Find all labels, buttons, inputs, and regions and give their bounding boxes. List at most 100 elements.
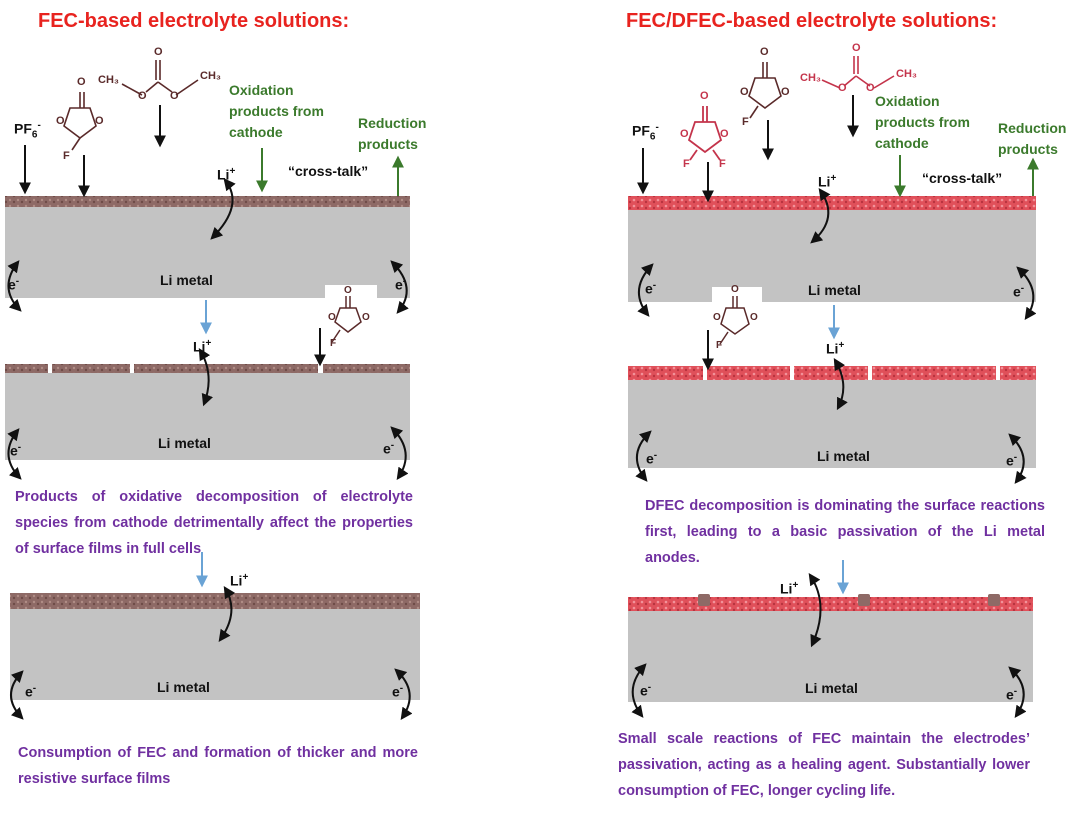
left-li-ion-label-2: Li+ <box>193 338 212 355</box>
left-fec2-o-top: O <box>344 285 352 296</box>
right-electron-arrow-3a <box>631 663 647 718</box>
right-sei-film-3 <box>628 597 1033 611</box>
right-fec-f: F <box>742 116 749 128</box>
right-pf6-label: PF6- <box>632 122 659 143</box>
right-dfec-o-left: O <box>680 128 689 140</box>
left-li-ion-label-1: Li+ <box>217 166 236 183</box>
right-metal-label-1: Li metal <box>808 282 861 298</box>
right-film-crack-3 <box>868 366 872 380</box>
left-electron-label-2b: e- <box>383 440 395 457</box>
right-electron-arrow-3b <box>1008 666 1027 718</box>
left-caption-middle: Products of oxidative decomposition of e… <box>15 489 413 557</box>
left-molecule-bg <box>325 285 377 335</box>
right-li-ion-arrow-1 <box>810 188 831 244</box>
right-li-ion-label-1: Li+ <box>818 173 837 190</box>
right-film-crack-4 <box>996 366 1000 380</box>
right-electron-label-2b: e- <box>1006 452 1018 469</box>
left-electron-arrow-1b <box>390 260 409 314</box>
right-electron-arrow-1b <box>1016 266 1037 320</box>
right-electron-arrow-1a <box>637 263 654 317</box>
right-fec-o-left: O <box>740 86 749 98</box>
left-sei-film-1 <box>5 196 410 207</box>
right-healing-spot-1 <box>698 594 710 606</box>
right-electron-label-1b: e- <box>1013 283 1025 300</box>
left-title: FEC-based electrolyte solutions: <box>38 10 350 32</box>
left-electron-arrow-2b <box>390 426 409 480</box>
right-metal-label-3: Li metal <box>805 680 858 696</box>
left-metal-label-1: Li metal <box>160 272 213 288</box>
right-dfec-molecule <box>687 106 723 161</box>
left-pf6-label: PF6- <box>14 120 41 141</box>
right-dfec-f-left: F <box>683 158 690 170</box>
left-electron-label-3a: e- <box>25 683 37 700</box>
left-dmc-o-left: O <box>138 90 147 102</box>
right-fec2-o-left: O <box>713 312 721 323</box>
left-dmc-o-top: O <box>154 46 163 58</box>
left-electron-label-2a: e- <box>10 442 22 459</box>
right-dfec-o-top: O <box>700 90 709 102</box>
right-electron-label-1a: e- <box>645 280 657 297</box>
left-li-ion-arrow-3 <box>218 585 236 642</box>
left-fec-o-right: O <box>95 115 104 127</box>
left-electron-label-1b: e- <box>395 276 407 293</box>
left-electron-arrow-1a <box>7 260 22 312</box>
left-dmc-o-right: O <box>170 90 179 102</box>
right-film-crack-2 <box>790 366 794 380</box>
right-electron-label-2a: e- <box>646 450 658 467</box>
right-electron-label-3a: e- <box>640 682 652 699</box>
left-electron-arrow-3a <box>10 670 24 720</box>
left-film-crack-1 <box>48 364 52 373</box>
left-metal-label-3: Li metal <box>157 679 210 695</box>
right-title: FEC/DFEC-based electrolyte solutions: <box>626 10 998 32</box>
right-oxidation-label: Oxidation products from cathode <box>875 93 970 151</box>
right-electron-arrow-2b <box>1008 433 1027 484</box>
right-metal-slab-1 <box>628 205 1036 302</box>
left-electron-arrow-3b <box>394 668 413 720</box>
left-electron-arrow-2a <box>7 428 22 480</box>
left-fec-f: F <box>63 150 70 162</box>
left-metal-label-2: Li metal <box>158 435 211 451</box>
left-li-ion-arrow-2 <box>198 347 214 407</box>
right-electron-label-3b: e- <box>1006 686 1018 703</box>
right-dmc-o-right: O <box>866 82 875 94</box>
right-fec2-o-top: O <box>731 284 739 295</box>
right-fec2-f: F <box>716 340 723 351</box>
right-metal-notch <box>712 287 762 303</box>
right-metal-label-2: Li metal <box>817 448 870 464</box>
right-li-ion-label-3: Li+ <box>780 580 799 597</box>
right-dmc-molecule <box>821 56 895 89</box>
right-li-ion-arrow-2 <box>833 357 848 411</box>
right-dfec-f-right: F <box>719 158 726 170</box>
right-dmc-o-top: O <box>852 42 861 54</box>
left-reduction-label: Reduction products <box>358 115 427 152</box>
left-fec-o-top: O <box>77 76 86 88</box>
right-healing-spot-2 <box>858 594 870 606</box>
right-fec-molecule <box>748 62 782 119</box>
left-electron-label-1a: e- <box>8 276 20 293</box>
right-metal-slab-3 <box>628 607 1033 702</box>
right-li-ion-label-2: Li+ <box>826 340 845 357</box>
left-fec2-o-right: O <box>362 312 370 323</box>
right-dmc-ch3-left: CH₃ <box>800 72 821 84</box>
right-sei-film-2 <box>628 366 1036 380</box>
right-film-crack-1 <box>703 366 707 380</box>
left-fec2-f: F <box>330 338 337 349</box>
right-li-ion-arrow-3 <box>808 573 822 648</box>
left-film-crack-3 <box>318 364 323 373</box>
right-metal-slab-2 <box>628 376 1036 468</box>
left-dmc-ch3-right: CH₃ <box>200 70 221 82</box>
right-electron-arrow-2a <box>635 430 652 482</box>
left-fec2-o-left: O <box>328 312 336 323</box>
right-caption-bottom: Small scale reactions of FEC maintain th… <box>618 731 1030 799</box>
left-dmc-ch3-left: CH₃ <box>98 74 119 86</box>
right-dmc-ch3-right: CH₃ <box>896 68 917 80</box>
right-sei-film-1 <box>628 196 1036 210</box>
right-caption-middle: DFEC decomposition is dominating the sur… <box>645 498 1045 566</box>
left-film-crack-2 <box>130 364 134 373</box>
right-dmc-o-left: O <box>838 82 847 94</box>
right-healing-spot-3 <box>988 594 1000 606</box>
left-caption-bottom: Consumption of FEC and formation of thic… <box>18 745 418 787</box>
left-li-ion-arrow-1 <box>210 178 236 240</box>
left-fec-molecule-2 <box>331 296 362 343</box>
